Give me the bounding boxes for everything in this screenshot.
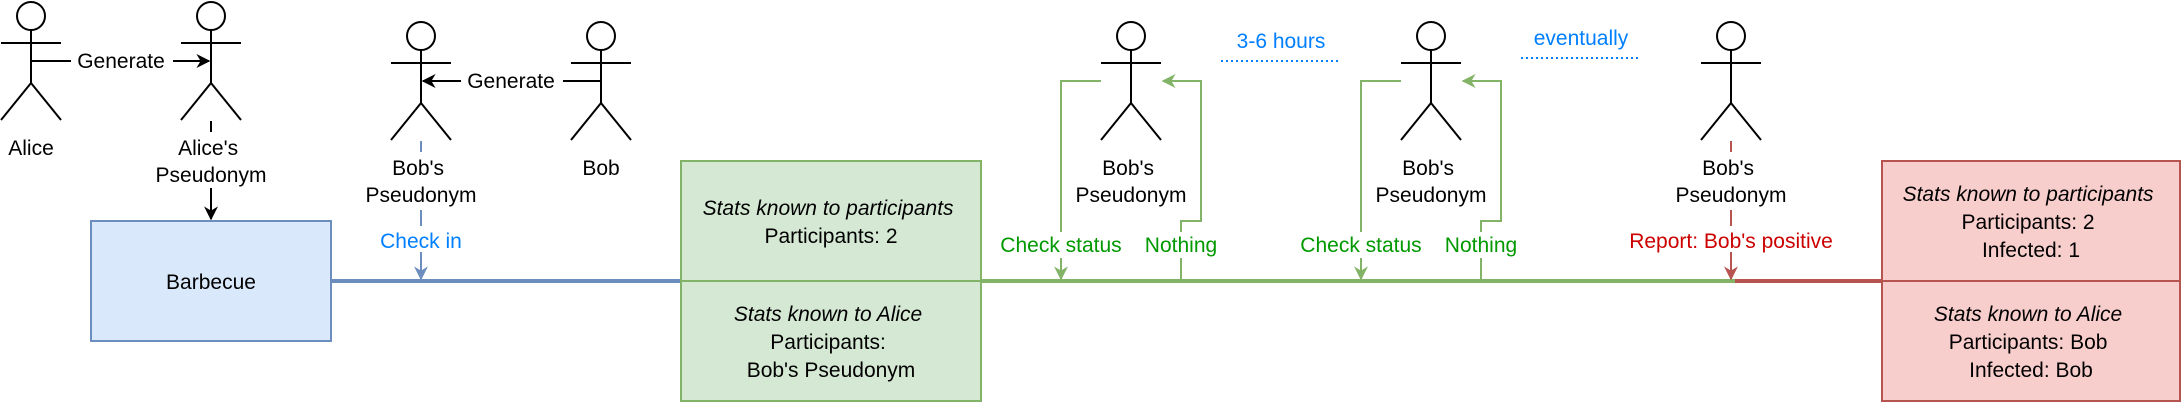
red-stats-participants-box: [1881, 160, 2181, 282]
bob-pseudonym-2-actor-icon: [1100, 21, 1162, 141]
check-status-label-1: Check status: [1000, 234, 1121, 257]
barbecue-label: Barbecue: [166, 271, 256, 294]
red-stats-alice-box: [1881, 280, 2181, 402]
alice-pseudonym-label: Alice's Pseudonym: [156, 137, 267, 187]
report-label-bg: [1621, 226, 1841, 252]
green-stats-participants-text: Stats known to participants Participants…: [703, 197, 960, 248]
check-in-label-bg: [371, 226, 471, 252]
gap-3-6-hours-label: 3-6 hours: [1237, 30, 1326, 53]
nothing-label-2: Nothing: [1445, 234, 1517, 257]
alice-label: Alice: [8, 137, 54, 160]
generate-label-1: Generate: [77, 50, 165, 73]
bob-pseudonym-4-label: Bob's Pseudonym: [1676, 157, 1787, 207]
check-status-arrow-1: [1054, 80, 1101, 281]
check-status-arrow-2: [1354, 80, 1401, 281]
generate-label-1-bg: [71, 48, 173, 74]
check-status-label-2-bg: [1295, 232, 1427, 258]
nothing-label-1: Nothing: [1145, 234, 1217, 257]
bob-pseudonym-1-actor-icon: [390, 21, 452, 141]
bob-label: Bob: [582, 157, 619, 180]
nothing-label-1-bg: [1141, 232, 1221, 258]
bob-pseudonym-2-label: Bob's Pseudonym: [1076, 157, 1187, 207]
bob-actor-icon: [570, 21, 632, 141]
generate-label-2-bg: [461, 68, 563, 94]
alice-actor-icon: [0, 1, 62, 121]
red-stats-participants-text: Stats known to participants Participants…: [1903, 183, 2160, 262]
bob-pseudonym-3-label: Bob's Pseudonym: [1376, 157, 1487, 207]
green-stats-alice-box: [680, 280, 982, 402]
gap-eventually-label: eventually: [1534, 27, 1629, 50]
check-status-label-1-bg: [995, 232, 1127, 258]
bob-pseudonym-4-actor-icon: [1700, 21, 1762, 141]
alice-pseudonym-actor-icon: [180, 1, 242, 121]
bob-pseudonym-1-label: Bob's Pseudonym: [366, 157, 477, 207]
red-stats-alice-text: Stats known to Alice Participants: Bob I…: [1934, 303, 2128, 382]
green-stats-alice-text: Stats known to Alice Participants: Bob's…: [734, 303, 928, 382]
generate-label-2: Generate: [467, 70, 555, 93]
check-in-label: Check in: [380, 230, 462, 253]
nothing-label-2-bg: [1441, 232, 1521, 258]
check-status-label-2: Check status: [1300, 234, 1421, 257]
report-label: Report: Bob's positive: [1629, 230, 1833, 253]
bob-pseudonym-3-actor-icon: [1400, 21, 1462, 141]
green-stats-participants-box: [680, 160, 982, 282]
barbecue-box: [90, 220, 332, 342]
